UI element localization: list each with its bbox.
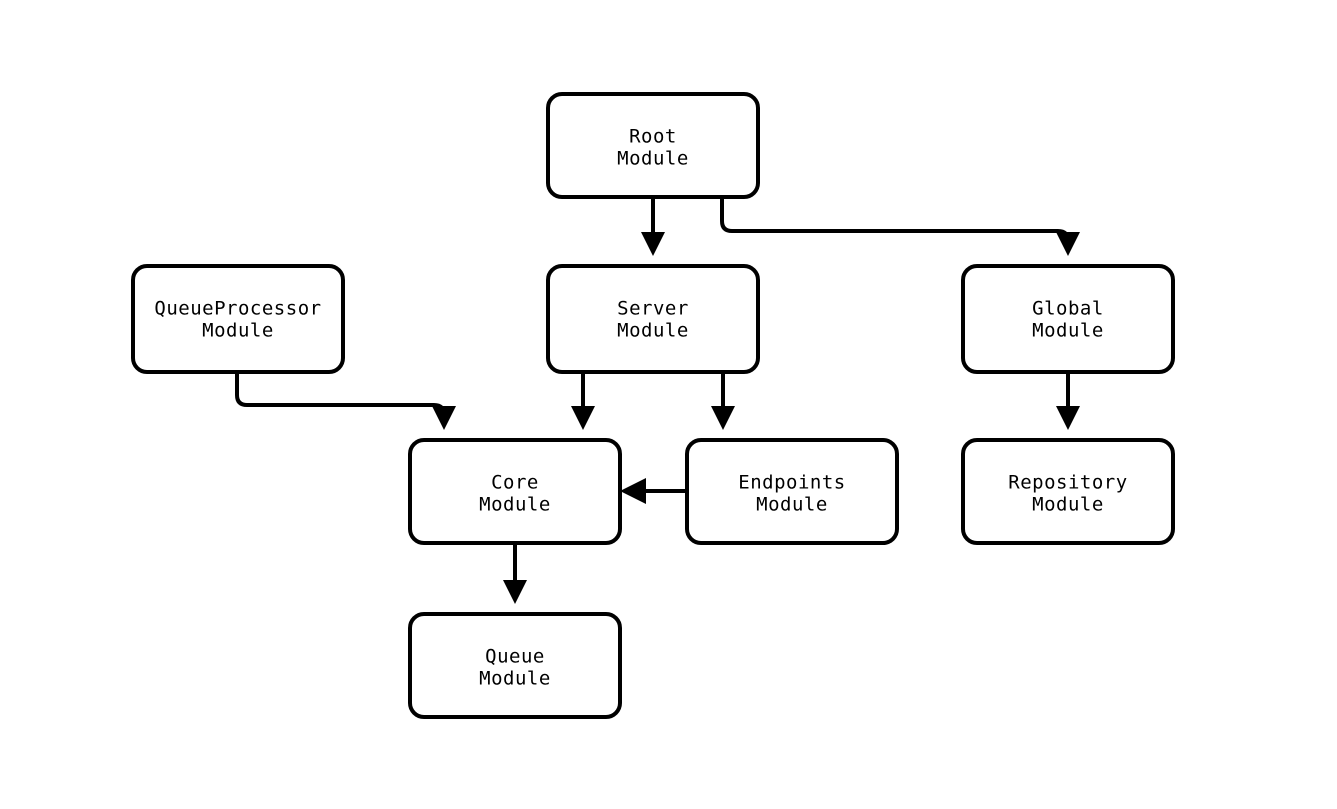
node-queueprocessor-module-box[interactable] — [131, 264, 345, 374]
node-queue-module-label-line2: Module — [479, 668, 551, 690]
edge-endpoints-to-core — [620, 478, 687, 504]
edge-server-to-endpoints — [711, 372, 735, 430]
node-root-module[interactable]: Root Module — [546, 92, 760, 199]
edge-queueprocessor-to-core — [235, 372, 456, 430]
edge-server-to-endpoints-arrowhead — [711, 406, 735, 430]
edge-layer — [235, 197, 1080, 604]
node-global-module[interactable]: Global Module — [961, 264, 1175, 374]
node-server-module[interactable]: Server Module — [546, 264, 760, 374]
node-queueprocessor-module-label-line1: QueueProcessor — [154, 298, 321, 320]
node-server-module-box[interactable] — [546, 264, 760, 374]
edge-queueprocessor-to-core-arrowhead — [432, 406, 456, 430]
node-core-module-label-line2: Module — [479, 494, 551, 516]
edge-endpoints-to-core-arrowhead — [620, 478, 646, 504]
node-queue-module-label-line1: Queue — [485, 646, 545, 668]
node-queue-module[interactable]: Queue Module — [408, 612, 622, 719]
edge-root-to-server-arrowhead — [641, 232, 665, 256]
node-queue-module-box[interactable] — [408, 612, 622, 719]
node-global-module-box[interactable] — [961, 264, 1175, 374]
node-endpoints-module-box[interactable] — [685, 438, 899, 545]
edge-server-to-core-arrowhead — [571, 406, 595, 430]
edge-global-to-repository-arrowhead — [1056, 406, 1080, 430]
node-queueprocessor-module[interactable]: QueueProcessor Module — [131, 264, 345, 374]
edge-core-to-queue-arrowhead — [503, 580, 527, 604]
edge-root-to-global — [720, 197, 1080, 256]
node-server-module-label-line2: Module — [617, 320, 689, 342]
edge-root-to-server — [641, 197, 665, 256]
node-endpoints-module[interactable]: Endpoints Module — [685, 438, 899, 545]
node-global-module-label-line2: Module — [1032, 320, 1104, 342]
node-repository-module-label-line1: Repository — [1008, 472, 1127, 494]
node-layer: Root Module QueueProcessor Module Server… — [131, 92, 1175, 719]
node-server-module-label-line1: Server — [617, 298, 689, 320]
node-repository-module-box[interactable] — [961, 438, 1175, 545]
edge-core-to-queue — [503, 543, 527, 604]
edge-global-to-repository — [1056, 372, 1080, 430]
edge-root-to-global-arrowhead — [1056, 232, 1080, 256]
node-queueprocessor-module-label-line2: Module — [202, 320, 274, 342]
node-core-module[interactable]: Core Module — [408, 438, 622, 545]
node-repository-module[interactable]: Repository Module — [961, 438, 1175, 545]
edge-server-to-core — [571, 372, 595, 430]
node-core-module-label-line1: Core — [491, 472, 539, 494]
node-core-module-box[interactable] — [408, 438, 622, 545]
edge-queueprocessor-to-core-line — [235, 372, 446, 417]
node-repository-module-label-line2: Module — [1032, 494, 1104, 516]
node-root-module-label-line1: Root — [629, 126, 677, 148]
node-root-module-box[interactable] — [546, 92, 760, 199]
node-global-module-label-line1: Global — [1032, 298, 1104, 320]
node-endpoints-module-label-line2: Module — [756, 494, 828, 516]
edge-root-to-global-line — [720, 197, 1070, 243]
node-endpoints-module-label-line1: Endpoints — [738, 472, 845, 494]
node-root-module-label-line2: Module — [617, 148, 689, 170]
